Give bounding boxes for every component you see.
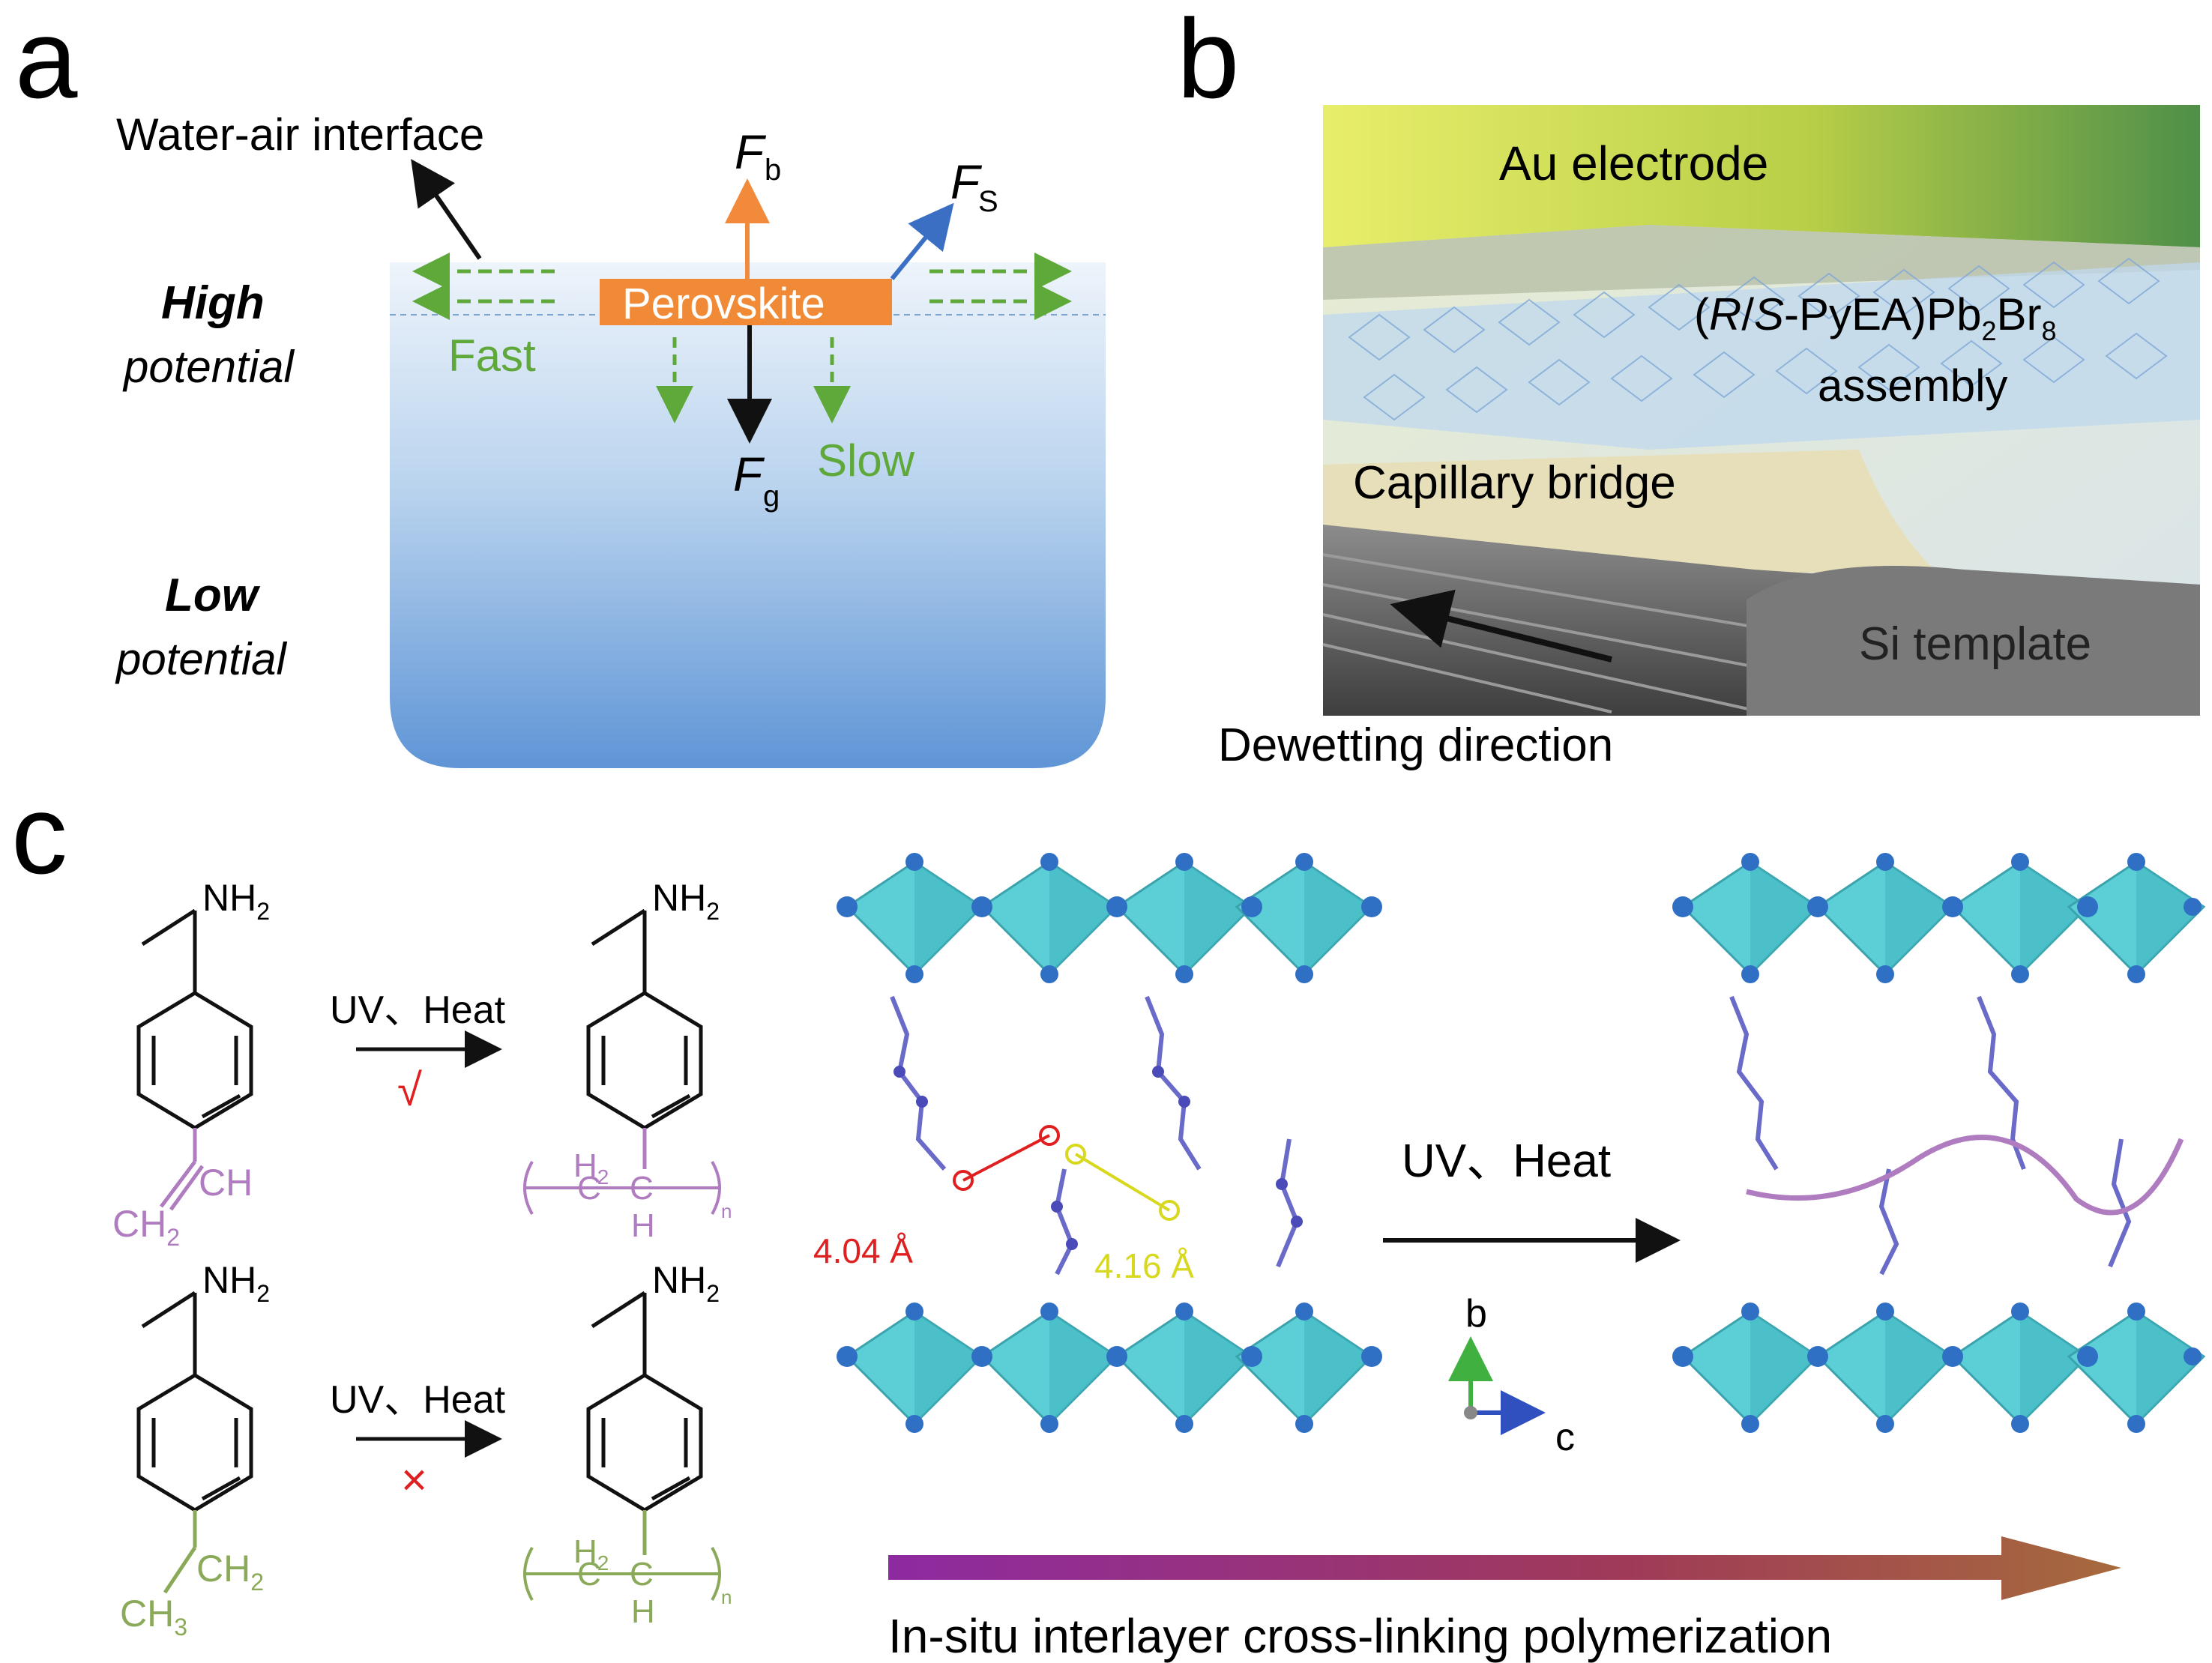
- panel-a-letter: a: [15, 0, 78, 121]
- organic-cations-left: [890, 995, 1300, 1276]
- perovskite-label: Perovskite: [622, 280, 825, 328]
- poly-c-label-2b: C: [630, 1556, 654, 1593]
- axis-c-label: c: [1555, 1416, 1575, 1459]
- perovskite-slab: [600, 279, 892, 325]
- high-potential-line1: High: [161, 277, 265, 329]
- check-mark: √: [397, 1065, 422, 1115]
- uv-heat-label-big: UV、Heat: [1402, 1135, 1611, 1187]
- vinyl-ch2-label: CH2: [112, 1203, 180, 1251]
- slow-label: Slow: [817, 435, 915, 486]
- poly-c-label-1a: C: [577, 1170, 601, 1207]
- octahedra-top-row-left: [846, 860, 1373, 976]
- assembly-formula: (R/S-PyEA)Pb2Br8: [1694, 289, 2057, 346]
- vinyl-ch-label: CH: [199, 1162, 253, 1204]
- au-electrode: [1323, 105, 2200, 247]
- molecule-vinyl-reactant: [136, 908, 253, 1211]
- axis-origin: [1464, 1406, 1477, 1419]
- au-electrode-label: Au electrode: [1499, 136, 1768, 190]
- interface-pointer-arrow: [411, 159, 482, 260]
- si-template-block: [1747, 566, 2200, 716]
- fs-subscript: S: [978, 185, 998, 218]
- molecule-ethyl-reactant: [136, 1291, 253, 1594]
- fg-subscript: g: [763, 480, 780, 513]
- nh2-label-4: NH2: [652, 1259, 720, 1307]
- fb-label: F: [735, 125, 767, 179]
- poly-h-label-1: H: [631, 1207, 655, 1244]
- ethyl-ch2-label: CH2: [196, 1548, 264, 1596]
- panel-a: a Water-air interface High potential Low…: [15, 0, 1106, 768]
- cation-atoms-left: [893, 1066, 1303, 1250]
- crystal-structure-after: [1672, 853, 2205, 1433]
- capillary-bridge-label: Capillary bridge: [1353, 457, 1676, 509]
- polymer-chain: [1746, 1135, 2184, 1216]
- high-potential-line2: potential: [122, 342, 295, 392]
- molecule-ethyl-product: [523, 1291, 721, 1601]
- crystal-lattice-pattern: [1348, 257, 2168, 421]
- nh2-label-1: NH2: [202, 877, 270, 925]
- assembly-label: assembly: [1818, 360, 2007, 411]
- panel-c-letter: c: [11, 771, 67, 897]
- molecule-vinyl-polymer: [523, 908, 721, 1215]
- halide-atoms-left: [837, 853, 1382, 1433]
- panel-b-letter: b: [1177, 0, 1239, 121]
- panel-c: c NH2 CH CH2 UV、Heat √: [11, 771, 2205, 1663]
- octahedra-bottom-row-left: [846, 1310, 1373, 1425]
- surface-tension-arrow: [890, 202, 954, 280]
- octahedra-top-row-right: [1681, 860, 2205, 976]
- polymerization-caption: In-situ interlayer cross-linking polymer…: [888, 1609, 1832, 1663]
- poly-n-label-2: n: [721, 1586, 732, 1608]
- axis-b-label: b: [1465, 1292, 1487, 1335]
- dewetting-label: Dewetting direction: [1218, 719, 1613, 771]
- halide-atoms-right: [1672, 853, 2202, 1433]
- dewetting-arrow: [1390, 589, 1612, 663]
- poly-h-label-2: H: [631, 1593, 655, 1630]
- organic-cations-right: [1729, 995, 2132, 1276]
- distance-red-label: 4.04 Å: [813, 1231, 913, 1270]
- polymerization-gradient-arrow: [888, 1536, 2121, 1600]
- low-potential-line2: potential: [115, 634, 288, 684]
- poly-h2-label-2: H2: [573, 1533, 609, 1575]
- panel-b: b Au electrode (R/S-PyEA)Pb2Br8 assembly…: [1177, 0, 2200, 771]
- poly-c-label-1b: C: [630, 1170, 654, 1207]
- poly-c-label-2a: C: [577, 1556, 601, 1593]
- fg-label: F: [733, 447, 765, 501]
- au-electrode-edge: [1323, 225, 2200, 300]
- crystal-structure-before: 4.04 Å 4.16 Å: [813, 853, 1382, 1433]
- low-potential-line1: Low: [165, 570, 261, 621]
- uv-heat-label-2: UV、Heat: [330, 1378, 506, 1422]
- fb-subscript: b: [765, 154, 781, 187]
- nh2-label-2: NH2: [652, 877, 720, 925]
- ethyl-ch3-label: CH3: [120, 1593, 187, 1641]
- si-template-label: Si template: [1859, 618, 2091, 670]
- interface-label: Water-air interface: [116, 109, 484, 160]
- fast-label: Fast: [448, 331, 536, 381]
- fs-label: F: [950, 155, 983, 209]
- water-container: [390, 262, 1106, 768]
- nh2-label-3: NH2: [202, 1259, 270, 1307]
- octahedra-bottom-row-right: [1681, 1310, 2205, 1425]
- distance-markers: [953, 1125, 1180, 1221]
- uv-heat-label-1: UV、Heat: [330, 989, 506, 1032]
- poly-h2-label-1: H2: [573, 1147, 609, 1189]
- distance-yellow-label: 4.16 Å: [1094, 1246, 1194, 1285]
- poly-n-label-1: n: [721, 1200, 732, 1222]
- cross-mark: ×: [401, 1455, 427, 1505]
